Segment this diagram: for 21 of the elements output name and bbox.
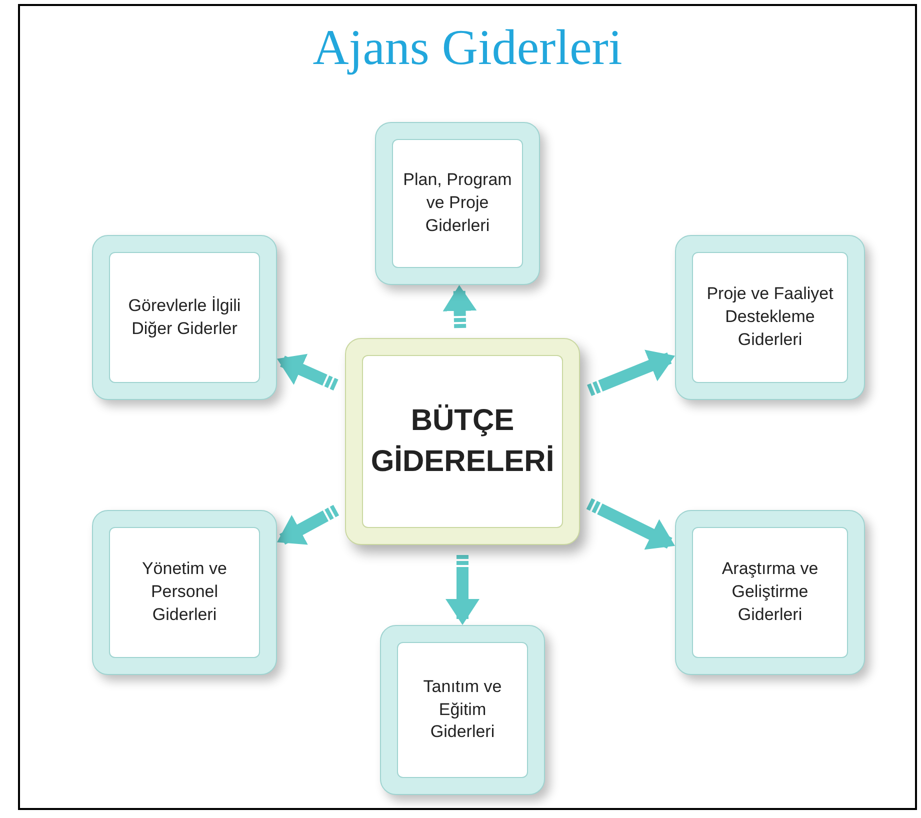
node-label: Tanıtım ve Eğitim Giderleri — [422, 676, 503, 744]
arrow — [587, 350, 675, 396]
arrow — [446, 555, 480, 625]
arrow — [586, 498, 675, 550]
node-label: Görevlerle İlgili Diğer Giderler — [127, 294, 242, 340]
arrow — [277, 504, 340, 545]
frame-box — [675, 510, 865, 675]
center-frame — [345, 338, 580, 545]
node-label: Yönetim ve Personel Giderleri — [140, 558, 228, 626]
node-label: Plan, Program ve Proje Giderleri — [402, 169, 513, 237]
title: Ajans Giderleri — [312, 20, 624, 75]
frame-box — [375, 122, 540, 285]
arrow — [277, 354, 338, 390]
frame-box — [380, 625, 545, 795]
arrow — [442, 285, 477, 328]
node-label: BÜTÇE GİDERELERİ — [370, 403, 554, 480]
node-label: Proje ve Faaliyet Destekleme Giderleri — [706, 283, 834, 351]
node-label: Araştırma ve Geliştirme Giderleri — [720, 558, 820, 626]
frame-box — [92, 510, 277, 675]
frame-box — [675, 235, 865, 400]
frame-box — [92, 235, 277, 400]
